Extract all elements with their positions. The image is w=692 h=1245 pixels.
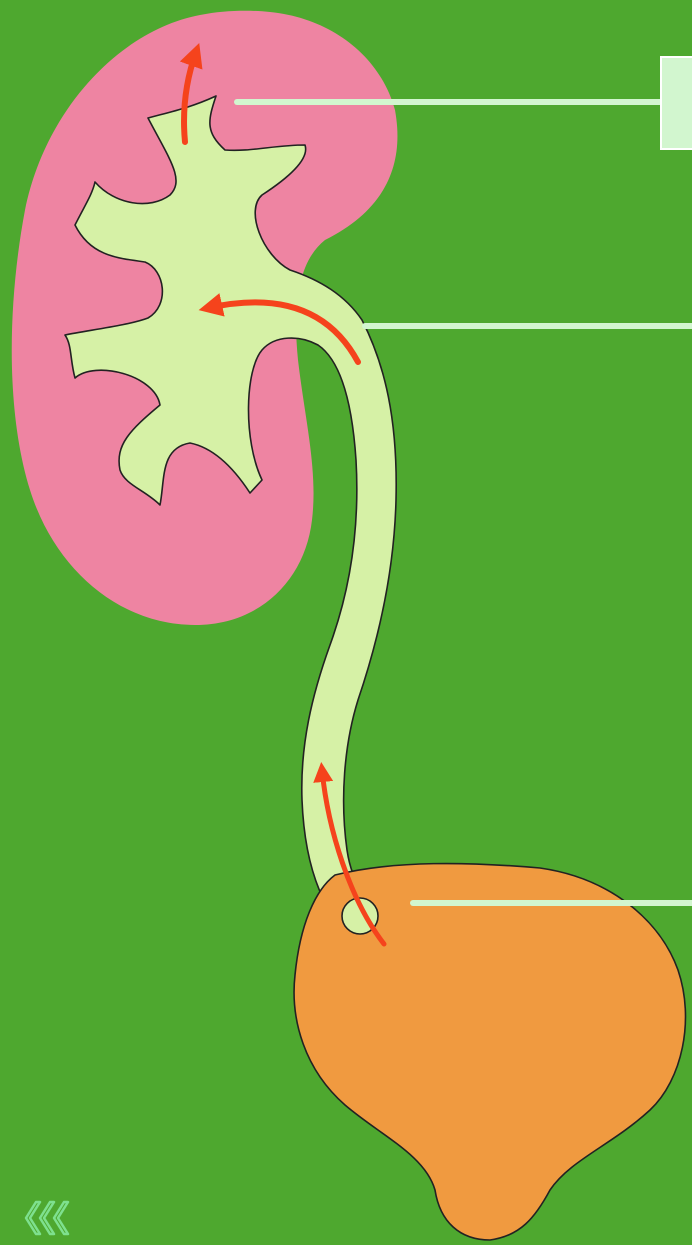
triple-chevron-left-icon[interactable] [18,1196,78,1240]
label-box-kidney[interactable] [660,56,692,150]
